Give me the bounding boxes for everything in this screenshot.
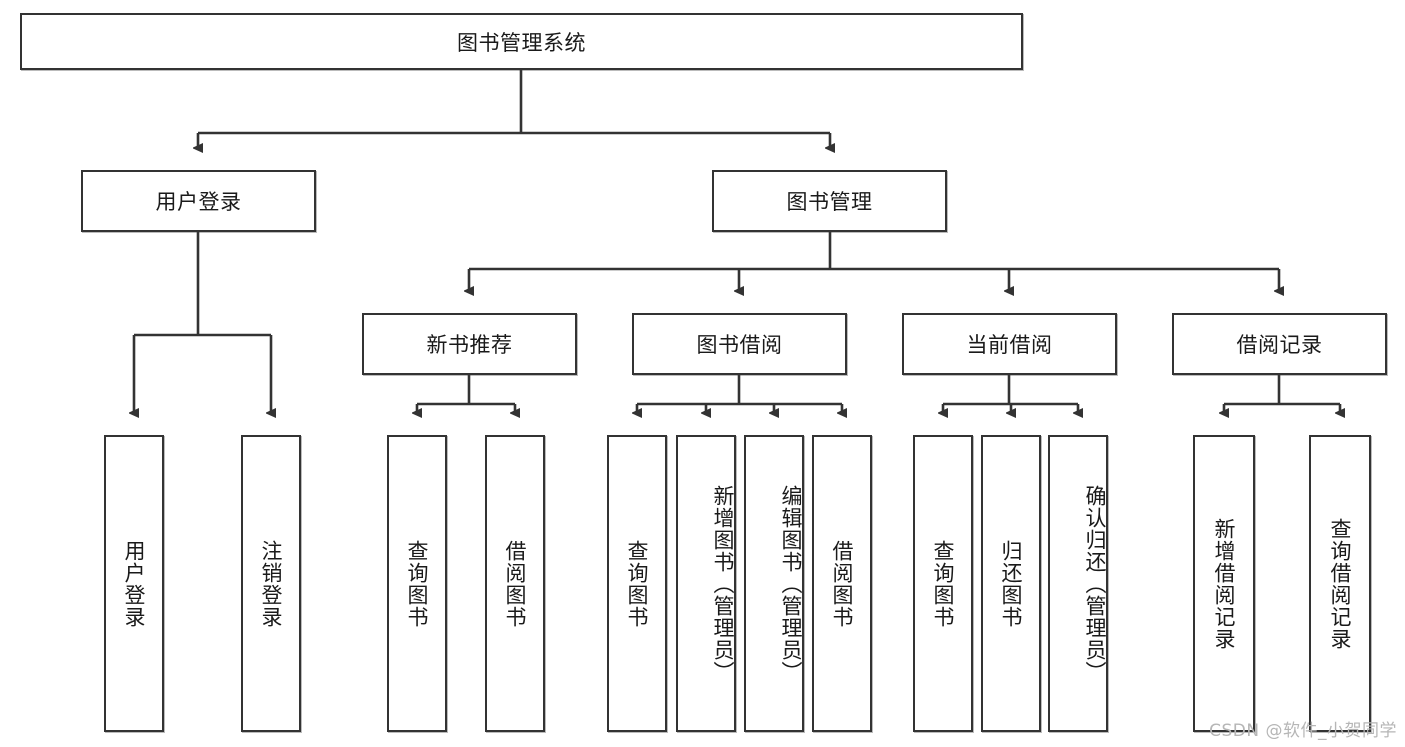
- node-new-book-recommend[interactable]: 新书推荐: [362, 313, 577, 375]
- node-leaf-query-borrow-record[interactable]: 查询借阅记录: [1309, 435, 1371, 732]
- node-leaf-add-borrow-record-label: 新增借阅记录: [1212, 517, 1237, 650]
- node-leaf-confirm-return-admin-label: 确认归还（管理员）: [1083, 484, 1107, 683]
- node-book-manage[interactable]: 图书管理: [712, 170, 947, 232]
- node-leaf-edit-book-admin[interactable]: 编辑图书（管理员）: [744, 435, 804, 732]
- node-current-borrow-label: 当前借阅: [966, 333, 1053, 357]
- node-leaf-query-book-1-label: 查询图书: [405, 539, 430, 628]
- node-book-borrow-label: 图书借阅: [696, 333, 783, 357]
- node-leaf-query-book-2[interactable]: 查询图书: [607, 435, 667, 732]
- node-leaf-borrow-book-1-label: 借阅图书: [503, 539, 528, 628]
- node-root-label: 图书管理系统: [457, 30, 586, 55]
- node-current-borrow[interactable]: 当前借阅: [902, 313, 1117, 375]
- node-book-borrow[interactable]: 图书借阅: [632, 313, 847, 375]
- node-user-login[interactable]: 用户登录: [81, 170, 316, 232]
- node-leaf-query-borrow-record-label: 查询借阅记录: [1328, 517, 1353, 650]
- node-leaf-add-book-admin[interactable]: 新增图书（管理员）: [676, 435, 736, 732]
- node-user-login-label: 用户登录: [155, 190, 242, 214]
- node-leaf-return-book-label: 归还图书: [999, 539, 1024, 628]
- node-leaf-return-book[interactable]: 归还图书: [981, 435, 1041, 732]
- node-borrow-record[interactable]: 借阅记录: [1172, 313, 1387, 375]
- node-leaf-confirm-return-admin[interactable]: 确认归还（管理员）: [1048, 435, 1108, 732]
- node-new-book-recommend-label: 新书推荐: [426, 333, 513, 357]
- node-leaf-user-logout[interactable]: 注销登录: [241, 435, 301, 732]
- node-leaf-add-book-admin-label: 新增图书（管理员）: [711, 484, 735, 683]
- node-leaf-borrow-book-2-label: 借阅图书: [830, 539, 855, 628]
- node-leaf-edit-book-admin-label: 编辑图书（管理员）: [779, 484, 803, 683]
- node-borrow-record-label: 借阅记录: [1236, 333, 1323, 357]
- node-leaf-query-book-2-label: 查询图书: [625, 539, 650, 628]
- node-leaf-user-login[interactable]: 用户登录: [104, 435, 164, 732]
- node-leaf-query-book-3-label: 查询图书: [931, 539, 956, 628]
- node-leaf-user-login-label: 用户登录: [122, 539, 147, 628]
- node-leaf-borrow-book-1[interactable]: 借阅图书: [485, 435, 545, 732]
- node-root[interactable]: 图书管理系统: [20, 13, 1023, 70]
- node-leaf-add-borrow-record[interactable]: 新增借阅记录: [1193, 435, 1255, 732]
- node-leaf-query-book-1[interactable]: 查询图书: [387, 435, 447, 732]
- node-leaf-user-logout-label: 注销登录: [259, 539, 284, 628]
- node-leaf-borrow-book-2[interactable]: 借阅图书: [812, 435, 872, 732]
- watermark-text: CSDN @软件_小贺同学: [1209, 721, 1397, 741]
- node-book-manage-label: 图书管理: [786, 190, 873, 214]
- node-leaf-query-book-3[interactable]: 查询图书: [913, 435, 973, 732]
